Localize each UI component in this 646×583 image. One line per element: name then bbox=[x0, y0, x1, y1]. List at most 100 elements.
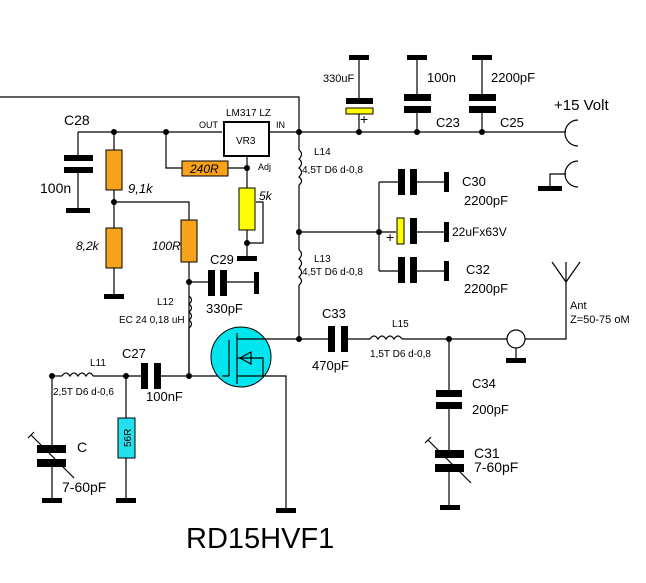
label-c31-value: 7-60pF bbox=[474, 459, 518, 475]
label-l12-ref: L12 bbox=[157, 297, 174, 308]
capacitor-330uf[interactable] bbox=[345, 98, 374, 115]
coax-connector[interactable] bbox=[506, 329, 526, 349]
ground-icon bbox=[440, 505, 460, 510]
ground-icon bbox=[116, 498, 136, 503]
label-pin-out: OUT bbox=[199, 120, 219, 130]
ground-icon bbox=[506, 358, 526, 363]
label-regulator-part: LM317 LZ bbox=[226, 108, 271, 119]
capacitor-c29[interactable] bbox=[208, 270, 227, 296]
wires bbox=[0, 60, 581, 510]
ground-icon bbox=[444, 172, 449, 192]
junctions bbox=[49, 129, 485, 379]
capacitor-c23[interactable] bbox=[404, 94, 431, 113]
label-l13-ref: L13 bbox=[314, 254, 331, 265]
ground-icon bbox=[472, 55, 492, 60]
capacitor-c27[interactable] bbox=[141, 363, 161, 389]
label-c28-ref: C28 bbox=[64, 112, 90, 128]
ground-icon bbox=[407, 55, 427, 60]
polarity-mark: + bbox=[386, 229, 394, 245]
label-r-56r: 56R bbox=[123, 429, 134, 447]
resistor-9-1k[interactable] bbox=[105, 149, 123, 191]
label-pin-in: IN bbox=[276, 120, 285, 130]
capacitor-c25[interactable] bbox=[469, 94, 496, 113]
label-pin-adj: Adj bbox=[258, 162, 271, 172]
label-l15-ref: L15 bbox=[392, 319, 409, 330]
ground-icon bbox=[276, 508, 296, 513]
resistor-100r[interactable] bbox=[180, 219, 198, 263]
label-l13-spec: 4,5T D6 d-0,8 bbox=[302, 267, 363, 278]
transistor-rd15hvf1[interactable] bbox=[210, 326, 272, 388]
label-regulator-ref: VR3 bbox=[236, 136, 256, 147]
label-antenna: Ant bbox=[570, 300, 587, 312]
label-c28-value: 100n bbox=[40, 180, 71, 196]
label-c23-value: 100n bbox=[427, 70, 456, 85]
label-r-9-1k: 9,1k bbox=[128, 181, 154, 196]
capacitor-c33[interactable] bbox=[328, 326, 348, 352]
inductors bbox=[61, 149, 403, 378]
regulator-vr3[interactable] bbox=[223, 121, 270, 157]
label-330uf: 330uF bbox=[323, 73, 354, 85]
label-c25-ref: C25 bbox=[500, 115, 524, 130]
ground-icon bbox=[42, 498, 62, 503]
label-c27-value: 100nF bbox=[146, 389, 183, 404]
inductor-l14[interactable] bbox=[298, 149, 303, 186]
label-c33-value: 470pF bbox=[312, 358, 349, 373]
power-connector[interactable] bbox=[564, 119, 579, 188]
label-c-in-value: 7-60pF bbox=[62, 479, 106, 495]
label-c23-ref: C23 bbox=[436, 115, 460, 130]
capacitor-c32[interactable] bbox=[398, 257, 417, 283]
label-power: +15 Volt bbox=[554, 97, 609, 114]
antenna-icon bbox=[551, 261, 581, 283]
trimmer-capacitor-c31[interactable] bbox=[424, 436, 472, 484]
resistor-240r[interactable] bbox=[181, 160, 229, 177]
label-c25-value: 2200pF bbox=[491, 70, 535, 85]
inductor-l12[interactable] bbox=[188, 295, 193, 376]
label-c29-ref: C29 bbox=[210, 252, 234, 267]
label-c34-value: 200pF bbox=[472, 402, 509, 417]
capacitor-c28[interactable] bbox=[64, 155, 93, 173]
capacitor-c30[interactable] bbox=[398, 169, 417, 195]
inductor-l15[interactable] bbox=[369, 335, 403, 341]
ground-icon bbox=[104, 294, 124, 299]
label-r-8-2k: 8,2k bbox=[76, 239, 100, 253]
label-c30-value: 2200pF bbox=[464, 193, 508, 208]
label-l14-spec: 4,5T D6 d-0,8 bbox=[302, 165, 363, 176]
page-title: RD15HVF1 bbox=[186, 523, 334, 555]
label-r-100r: 100R bbox=[152, 239, 181, 253]
trimmer-capacitor-c[interactable] bbox=[27, 431, 75, 479]
label-c31-ref: C31 bbox=[474, 445, 500, 461]
label-c32-ref: C32 bbox=[466, 262, 490, 277]
inductor-l13[interactable] bbox=[298, 249, 303, 286]
ground-icon bbox=[237, 256, 257, 261]
resistor-56r[interactable] bbox=[117, 417, 136, 459]
label-c29-value: 330pF bbox=[206, 301, 243, 316]
label-l15-spec: 1,5T D6 d-0,8 bbox=[370, 349, 431, 360]
resistors bbox=[105, 149, 256, 459]
label-c34-ref: C34 bbox=[472, 376, 496, 391]
label-l11-ref: L11 bbox=[90, 358, 106, 369]
labels: C28 100n 9,1k 8,2k 100R 240R 5k LM317 LZ… bbox=[40, 70, 630, 555]
ground-symbols bbox=[42, 55, 562, 513]
capacitors bbox=[27, 94, 496, 484]
ground-icon bbox=[66, 208, 90, 213]
label-r-240r: 240R bbox=[189, 162, 219, 176]
label-22uf: 22uFx63V bbox=[452, 225, 507, 239]
ground-icon bbox=[538, 186, 562, 191]
ground-icon bbox=[349, 55, 369, 60]
inductor-l11[interactable] bbox=[61, 372, 94, 378]
label-trimmer-5k: 5k bbox=[259, 189, 273, 203]
trimmer-5k[interactable] bbox=[238, 187, 256, 231]
ground-icon bbox=[444, 222, 449, 242]
capacitor-22uf[interactable] bbox=[396, 217, 417, 245]
ground-icon bbox=[444, 261, 449, 281]
label-c30-ref: C30 bbox=[462, 174, 486, 189]
label-c32-value: 2200pF bbox=[464, 281, 508, 296]
label-l11-spec: 2,5T D6 d-0,6 bbox=[53, 387, 114, 398]
resistor-8-2k[interactable] bbox=[105, 227, 123, 269]
label-l12-spec: EC 24 0,18 uH bbox=[119, 315, 185, 326]
label-c-in-ref: C bbox=[77, 439, 87, 455]
polarity-mark: + bbox=[360, 111, 368, 127]
capacitor-c34[interactable] bbox=[436, 390, 462, 409]
label-antenna-impedance: Z=50-75 oM bbox=[570, 314, 630, 326]
